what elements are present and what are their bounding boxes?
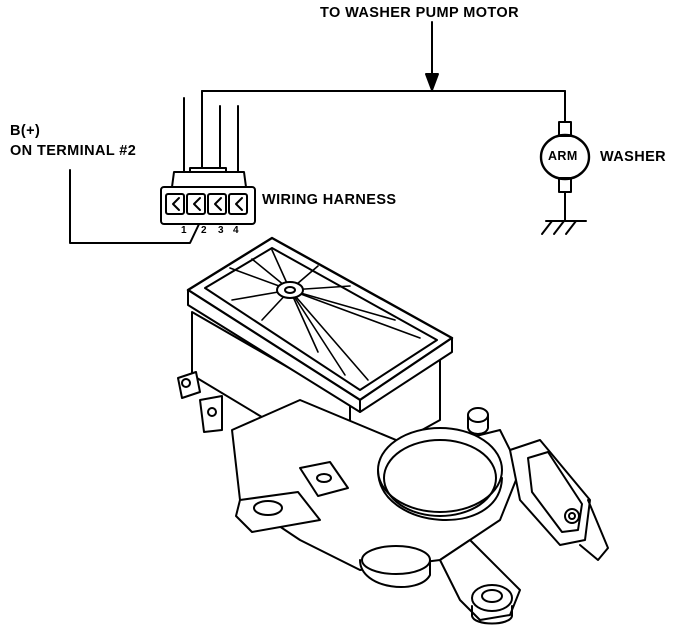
harness-label: WIRING HARNESS <box>262 192 397 208</box>
terminal-number: 4 <box>233 225 239 236</box>
terminal-number: 1 <box>181 225 187 236</box>
washer-label: WASHER <box>600 149 667 165</box>
wiring-lines <box>69 21 566 244</box>
ground-symbol <box>541 220 587 235</box>
terminal-number: 2 <box>201 225 207 236</box>
harness-connector <box>160 167 256 225</box>
bplus-label: B(+) <box>10 123 41 139</box>
washer-motor <box>539 121 591 193</box>
arm-label: ARM <box>548 149 578 163</box>
terminal-label: ON TERMINAL #2 <box>10 143 137 159</box>
terminal-number: 3 <box>218 225 224 236</box>
pump-label: TO WASHER PUMP MOTOR <box>320 5 519 21</box>
wiper-motor <box>177 236 609 625</box>
